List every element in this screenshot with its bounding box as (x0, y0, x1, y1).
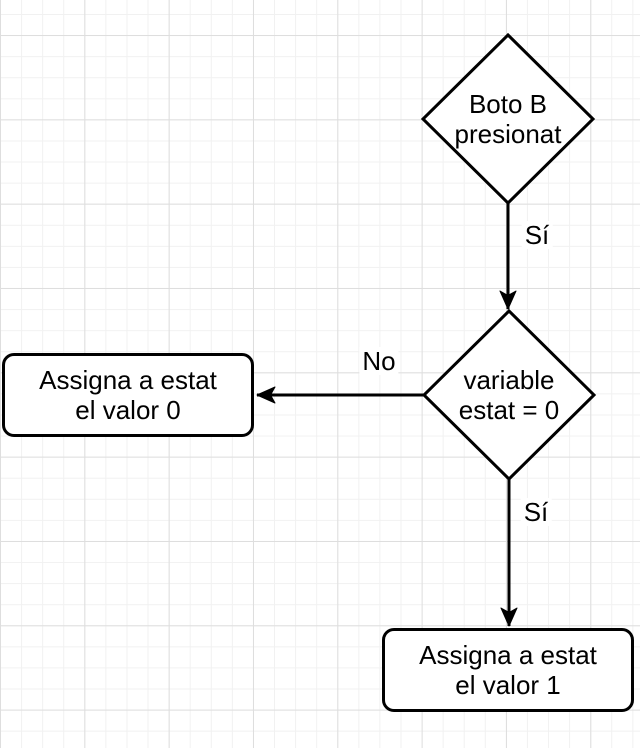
decision-estat-shape[interactable] (421, 308, 597, 482)
decision-estat-line2: estat = 0 (458, 395, 560, 425)
decision-estat-line1: variable (463, 365, 555, 395)
edge-label-si-top[interactable]: Sí (521, 221, 553, 249)
process-valor1-node[interactable]: Assigna a estat el valor 1 (382, 628, 634, 712)
process-valor0-node[interactable]: Assigna a estat el valor 0 (2, 353, 254, 437)
process-valor1-line2: el valor 1 (455, 670, 561, 700)
decision-boto-shape[interactable] (420, 32, 596, 206)
decision-estat-node[interactable]: variable estat = 0 (424, 311, 594, 479)
process-valor1-line1: Assigna a estat (419, 640, 597, 670)
decision-boto-line2: presionat (454, 119, 562, 149)
process-valor0-line2: el valor 0 (75, 395, 181, 425)
edge-label-si-bottom[interactable]: Sí (520, 498, 552, 526)
decision-boto-node[interactable]: Boto B presionat (423, 35, 593, 203)
process-valor0-line1: Assigna a estat (39, 365, 217, 395)
decision-boto-line1: Boto B (468, 89, 548, 119)
edge-label-no[interactable]: No (359, 347, 399, 375)
